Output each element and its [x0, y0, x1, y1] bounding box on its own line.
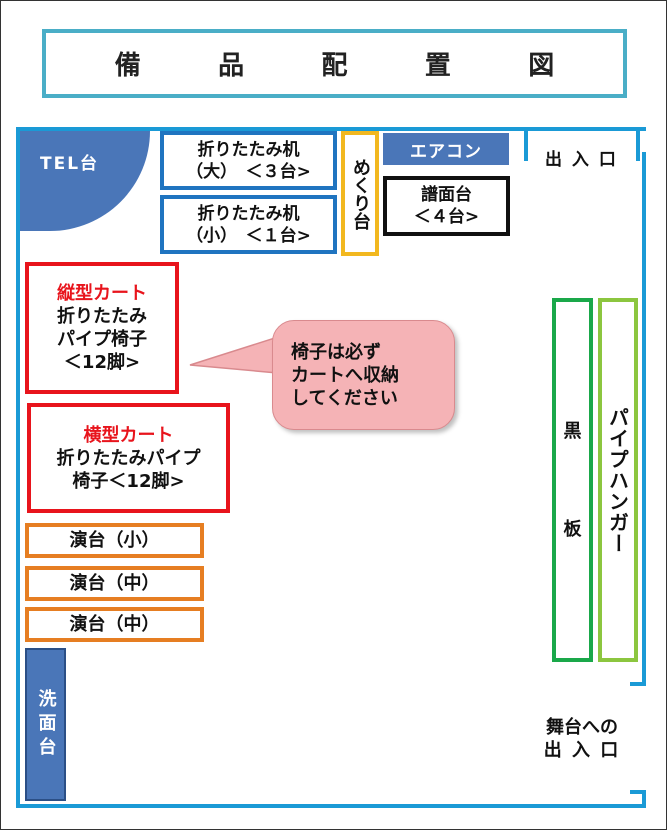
blackboard-char-2: 板 — [563, 518, 582, 540]
wall-top-right — [524, 127, 646, 131]
callout-bubble: 椅子は必ず カートへ収納 してください — [272, 320, 455, 430]
wall-right-upper — [642, 152, 646, 682]
folding-desk-large-line2: （大） ＜３台> — [186, 161, 311, 182]
pipe-hanger-label: パイプハンガー — [605, 407, 630, 554]
folding-desk-small: 折りたたみ机 （小） ＜１台> — [160, 195, 337, 254]
vertical-cart-title: 縦型カート — [57, 283, 147, 304]
blackboard-char-1: 黒 — [563, 420, 582, 442]
tel-stand: TEL台 — [20, 131, 150, 231]
podium-mid-2: 演台（中） — [25, 607, 204, 642]
flip-stand: めくり台 — [341, 131, 379, 256]
wall-bottom — [16, 804, 646, 808]
callout-line2: カートへ収納 — [291, 364, 399, 386]
music-stand-line2: ＜４台> — [413, 207, 480, 227]
title-box: 備 品 配 置 図 — [42, 29, 627, 98]
title-char-3: 配 — [321, 51, 348, 81]
vertical-cart-line1: 折りたたみ — [57, 306, 147, 327]
podium-mid-2-label: 演台（中） — [69, 614, 160, 635]
title-char-5: 図 — [528, 51, 555, 81]
callout-line1: 椅子は必ず — [291, 341, 381, 363]
stage-entrance-line2: 出 入 口 — [543, 740, 621, 761]
stage-entrance-tick-top — [630, 682, 646, 686]
horizontal-cart-line1: 折りたたみパイプ — [56, 447, 201, 469]
flip-stand-label: めくり台 — [350, 157, 371, 230]
horizontal-cart-title: 横型カート — [83, 424, 174, 446]
washstand-label: 洗面台 — [35, 688, 57, 761]
folding-desk-large-line1: 折りたたみ机 — [197, 139, 300, 160]
aircon-label: エアコン — [410, 141, 482, 162]
music-stand-line1: 譜面台 — [421, 185, 472, 205]
title-char-4: 置 — [424, 51, 451, 81]
washstand: 洗面台 — [25, 648, 66, 801]
podium-small: 演台（小） — [25, 523, 204, 558]
horizontal-cart: 横型カート 折りたたみパイプ 椅子＜12脚> — [27, 403, 230, 513]
folding-desk-small-line1: 折りたたみ机 — [197, 203, 300, 224]
vertical-cart: 縦型カート 折りたたみ パイプ椅子 ＜12脚> — [25, 262, 179, 394]
stage-entrance-tick-bottom — [630, 790, 646, 794]
wall-top-left — [16, 127, 524, 131]
entrance-tick-left — [524, 131, 528, 161]
podium-small-label: 演台（小） — [69, 530, 160, 551]
title-char-1: 備 — [114, 51, 141, 81]
stage-entrance-label: 舞台への 出 入 口 — [528, 716, 636, 762]
stage-entrance-line1: 舞台への — [546, 717, 618, 738]
aircon: エアコン — [383, 133, 509, 165]
vertical-cart-line3: ＜12脚> — [63, 352, 141, 373]
entrance-label: 出 入 口 — [545, 150, 618, 170]
pipe-hanger: パイプハンガー — [598, 298, 638, 662]
wall-left — [16, 127, 20, 808]
blackboard: 黒 板 — [552, 298, 593, 662]
callout-line3: してください — [291, 387, 398, 409]
folding-desk-large: 折りたたみ机 （大） ＜３台> — [160, 131, 337, 190]
entrance-tick-right — [636, 131, 640, 161]
music-stand: 譜面台 ＜４台> — [383, 176, 510, 236]
vertical-cart-line2: パイプ椅子 — [57, 329, 147, 350]
podium-mid-1-label: 演台（中） — [69, 573, 160, 594]
podium-mid-1: 演台（中） — [25, 566, 204, 601]
title-char-2: 品 — [218, 51, 245, 81]
folding-desk-small-line2: （小） ＜１台> — [186, 225, 311, 246]
wall-right-bottom — [642, 794, 646, 808]
horizontal-cart-line2: 椅子＜12脚> — [72, 470, 185, 492]
